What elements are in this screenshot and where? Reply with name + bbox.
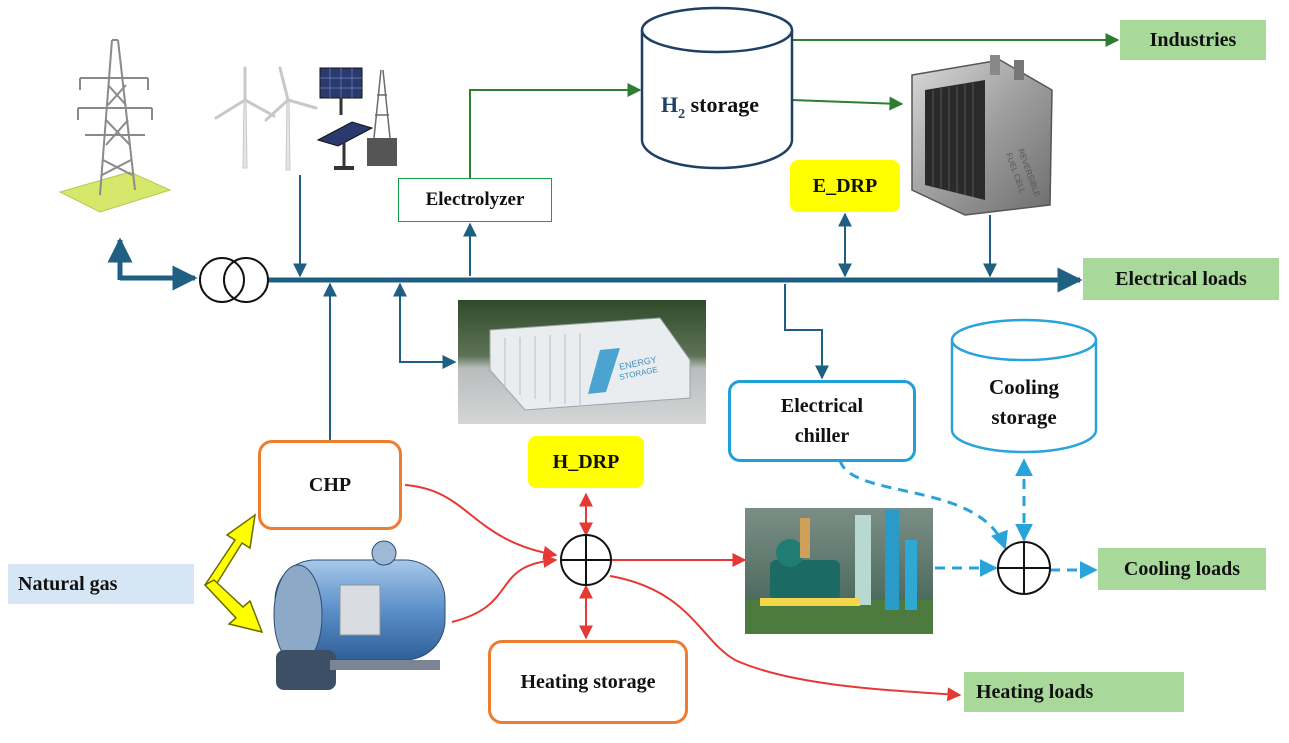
natural-gas-label: Natural gas	[8, 564, 194, 604]
cooling-summing-junction-icon	[997, 541, 1051, 595]
wind-turbine-icon	[214, 66, 318, 171]
natural-gas-arrows	[203, 513, 264, 634]
e-drp-label: E_DRP	[790, 160, 900, 212]
hydrogen-lines	[469, 33, 1120, 178]
cooling-storage-label: Cooling storage	[988, 375, 1059, 429]
h-drp-label: H_DRP	[528, 436, 644, 488]
cooling-storage-tank	[950, 318, 1098, 454]
h2-storage-label: H2 storage	[661, 92, 759, 122]
energy-storage-container-icon: ENERGY STORAGE	[458, 300, 706, 424]
cooling-lines	[838, 458, 1098, 579]
gas-boiler-icon	[273, 540, 446, 690]
industries-label: Industries	[1120, 20, 1266, 60]
heat-summing-junction-icon	[560, 534, 612, 586]
heating-storage-box: Heating storage	[488, 640, 688, 724]
electrical-chiller-box: Electrical chiller	[728, 380, 916, 462]
cooling-loads-label: Cooling loads	[1098, 548, 1266, 590]
transmission-tower-icon	[58, 39, 172, 213]
electric-connectors	[293, 175, 997, 440]
h2-storage-tank: H2 storage	[640, 6, 794, 170]
chiller-plant-icon	[745, 508, 933, 634]
electrolyzer-box: Electrolyzer	[398, 178, 552, 222]
heating-loads-label: Heating loads	[964, 672, 1184, 712]
reversible-fuel-cell-icon: REVERSIBLE FUEL CELL	[911, 55, 1053, 216]
electrical-loads-label: Electrical loads	[1083, 258, 1279, 300]
solar-panel-icon	[316, 67, 397, 170]
heat-lines	[404, 484, 962, 702]
transformer-icon	[199, 257, 269, 303]
electric-bus	[107, 237, 1083, 293]
chp-box: CHP	[258, 440, 402, 530]
